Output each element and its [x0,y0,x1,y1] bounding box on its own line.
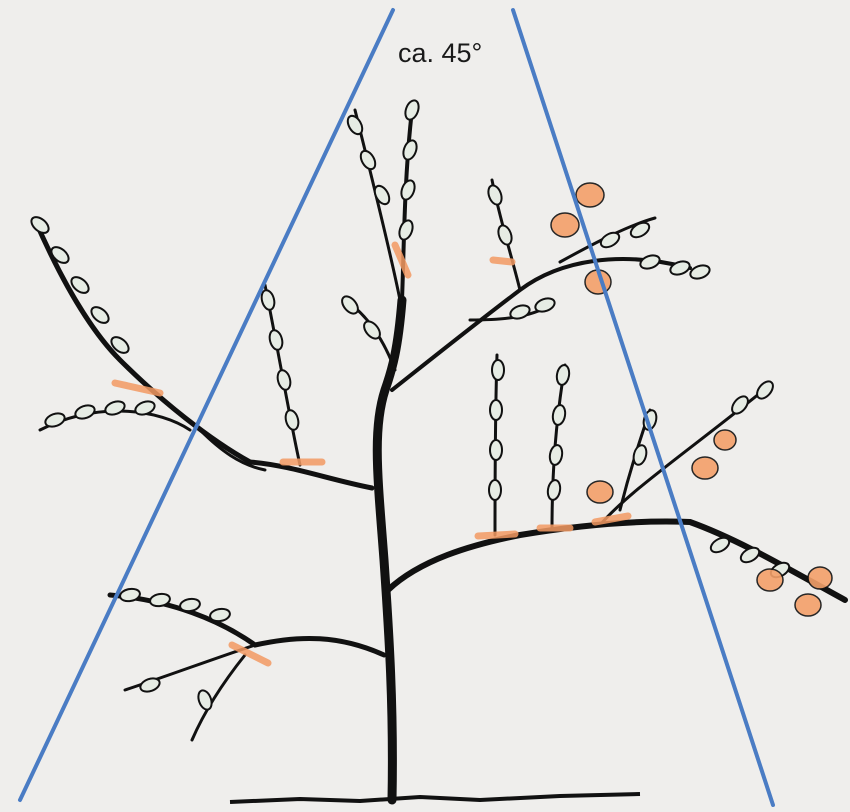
leaf [358,148,378,171]
leaf [196,689,214,712]
angle-label: ca. 45° [396,38,484,68]
leaf [639,253,662,271]
leaf [104,399,127,417]
leaf [399,179,417,202]
leaf [268,329,285,351]
fruit-bud [587,481,613,503]
leaf [179,597,201,612]
leaf [628,220,651,240]
leaf [44,411,67,429]
upper-right-branch [392,259,690,390]
leaf [689,263,712,281]
fruit-bud [576,183,604,207]
fruit-bud [808,567,832,589]
leaf [48,244,71,266]
trunk [377,300,402,800]
leaf [754,378,776,401]
left-guide-line [20,10,393,800]
leaf [490,440,502,460]
leaf [509,303,532,321]
leaf [276,369,293,391]
leaf [548,444,563,466]
leaf [534,296,557,314]
leaf [546,479,561,501]
leaf [632,444,649,466]
leaf [28,214,51,236]
leaf [397,219,415,242]
leaf [738,545,761,565]
leaves [28,99,791,712]
leaf [139,676,162,694]
leaf [209,607,231,622]
leaf [486,184,504,207]
leaf [492,360,504,380]
fruit-bud [757,569,783,591]
leaf [490,400,502,420]
leaf [260,289,277,311]
leaf [489,480,501,500]
leaf [729,393,751,416]
fruit-bud [692,457,718,479]
ground-line [230,794,640,802]
leaf [403,99,421,122]
leaf [74,403,97,421]
leaf [339,293,361,316]
leaf [669,259,692,277]
left-scaffold [35,220,372,488]
leaf [401,139,419,162]
leaf [551,404,566,426]
cut-mark [115,383,160,393]
leaf [555,364,570,386]
leaf [284,409,301,431]
tree-branches [35,110,845,800]
cut-mark [493,260,512,262]
leaf [496,224,514,247]
fruit-bud [551,213,579,237]
fruit-bud [714,430,736,450]
fruit-bud [795,594,821,616]
upper-top-left-shoot [355,110,400,300]
cut-mark [478,534,515,536]
